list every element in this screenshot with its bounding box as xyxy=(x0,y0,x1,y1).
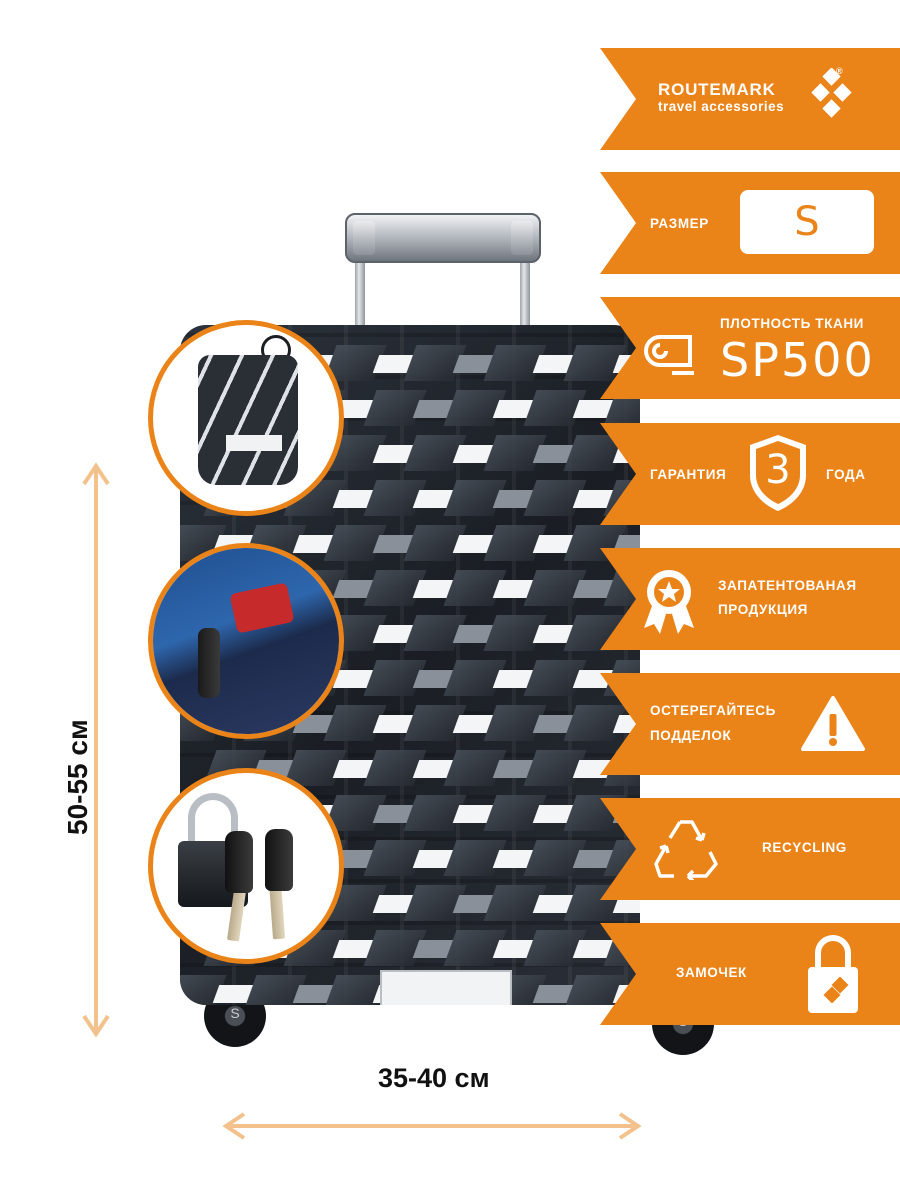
height-arrow xyxy=(82,462,110,1038)
padlock-shackle xyxy=(188,793,238,853)
fakes-line-1: ОСТЕРЕГАЙТЕСЬ xyxy=(650,703,776,718)
brand-logo-icon xyxy=(811,68,852,118)
award-rosette-icon xyxy=(644,570,694,634)
patent-line-2: ПРОДУКЦИЯ xyxy=(718,602,808,617)
ribbon-recycling: RECYCLING xyxy=(600,798,900,900)
ribbon-fakes: ОСТЕРЕГАЙТЕСЬ ПОДДЕЛОК xyxy=(600,673,900,775)
ribbon-density: ПЛОТНОСТЬ ТКАНИ SP500 xyxy=(600,297,900,399)
inset-zipper-lock xyxy=(148,543,344,739)
lock-label: ЗАМОЧЕК xyxy=(676,965,747,980)
ribbon-brand: ROUTEMARK travel accessories ® xyxy=(600,48,900,150)
key-head xyxy=(225,831,253,893)
key xyxy=(198,628,220,698)
warranty-years: 3 xyxy=(765,447,791,493)
density-label: ПЛОТНОСТЬ ТКАНИ xyxy=(720,316,864,331)
handle-rod-left xyxy=(355,250,365,330)
inset-padlock-keys xyxy=(148,768,344,964)
fakes-line-2: ПОДДЕЛОК xyxy=(650,728,732,743)
warranty-label-left: ГАРАНТИЯ xyxy=(650,467,727,482)
address-label-patch xyxy=(380,970,512,1005)
density-value: SP500 xyxy=(720,333,875,387)
patent-line-1: ЗАПАТЕНТОВАНАЯ xyxy=(718,578,857,593)
brand-name: ROUTEMARK xyxy=(658,80,776,99)
recycling-label: RECYCLING xyxy=(762,840,847,855)
ribbon-patent: ЗАПАТЕНТОВАНАЯ ПРОДУКЦИЯ xyxy=(600,548,900,650)
shield-icon xyxy=(750,435,806,511)
zipper-lock-icon xyxy=(153,548,339,734)
handle-rod-right xyxy=(520,250,530,330)
recycle-icon xyxy=(654,820,718,880)
registered-mark: ® xyxy=(836,66,843,76)
warning-icon xyxy=(801,696,865,751)
inset-storage-bag xyxy=(148,320,344,516)
width-dimension-label: 35-40 см xyxy=(378,1063,490,1093)
size-value-box: S xyxy=(740,190,874,254)
size-label: РАЗМЕР xyxy=(650,216,709,231)
width-arrow xyxy=(222,1112,642,1140)
telescopic-handle xyxy=(345,213,541,263)
ribbon-lock: ЗАМОЧЕК xyxy=(600,923,900,1025)
key-head xyxy=(265,829,293,891)
padlock-icon xyxy=(808,935,858,1013)
fabric-roll-icon xyxy=(644,335,694,375)
ribbon-warranty: ГАРАНТИЯ 3 ГОДА xyxy=(600,423,900,525)
red-padlock xyxy=(229,582,295,634)
warranty-label-right: ГОДА xyxy=(826,467,866,482)
ribbon-size: РАЗМЕР S xyxy=(600,172,900,274)
height-dimension-label: 50-55 см xyxy=(62,719,93,835)
drawstring-bag-icon xyxy=(198,355,298,485)
brand-subtitle: travel accessories xyxy=(658,99,785,114)
